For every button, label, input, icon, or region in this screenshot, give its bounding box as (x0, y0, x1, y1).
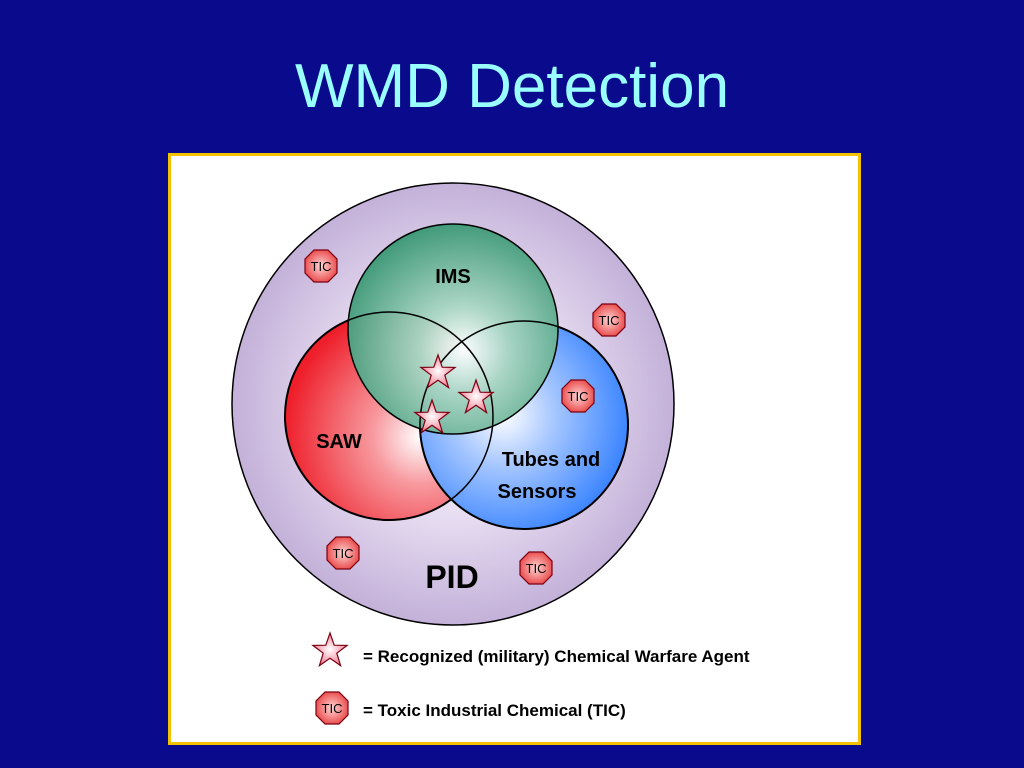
tubes-circle-outline (419, 320, 629, 530)
slide-title: WMD Detection (294, 52, 730, 121)
cwa-star-icon (457, 378, 495, 415)
tic-badge-icon: TIC (519, 551, 553, 585)
legend-star-text: = Recognized (military) Chemical Warfare… (363, 647, 750, 666)
tic-badge-icon: TIC (592, 303, 626, 337)
ims-label: IMS (435, 266, 471, 288)
tic-badge-label: TIC (599, 313, 620, 328)
tic-badge-icon: TIC (326, 536, 360, 570)
saw-circle-outline (284, 311, 494, 521)
saw-label: SAW (316, 431, 362, 453)
legend-tic-icon: TIC (315, 691, 349, 725)
tic-badge-icon: TIC (561, 379, 595, 413)
pid-label: PID (425, 559, 478, 595)
tubes-label-line2: Sensors (498, 481, 577, 503)
cwa-star-icon (413, 398, 451, 435)
legend-star-icon (311, 631, 349, 668)
tubes-label-line1: Tubes and (502, 449, 601, 471)
legend-tic-badge-label: TIC (322, 701, 343, 716)
tic-badge-label: TIC (568, 389, 589, 404)
tic-badge-label: TIC (333, 546, 354, 561)
cwa-star-icon (419, 353, 457, 390)
ims-circle (347, 223, 559, 435)
tic-badge-label: TIC (311, 259, 332, 274)
legend-tic-text: = Toxic Industrial Chemical (TIC) (363, 701, 626, 720)
tic-badge-label: TIC (526, 561, 547, 576)
tic-badge-icon: TIC (304, 249, 338, 283)
